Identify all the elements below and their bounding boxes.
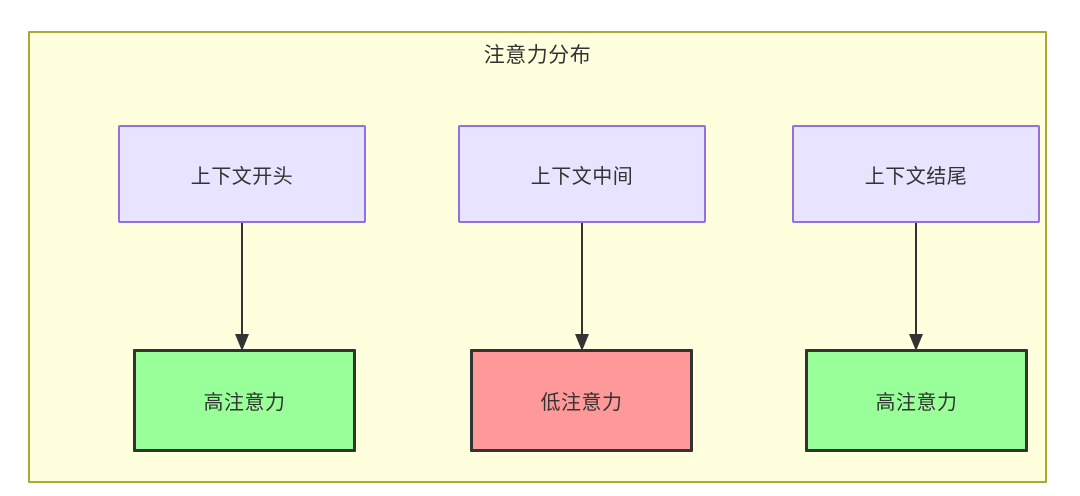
edge-middle-to-low — [574, 223, 590, 351]
node-low-attention-middle[interactable]: 低注意力 — [470, 349, 693, 452]
node-label: 上下文结尾 — [864, 165, 968, 188]
node-high-attention-beginning[interactable]: 高注意力 — [133, 349, 356, 452]
node-label: 高注意力 — [203, 392, 286, 414]
node-context-middle[interactable]: 上下文中间 — [458, 125, 706, 223]
arrow-down-icon — [575, 223, 589, 351]
node-context-beginning[interactable]: 上下文开头 — [118, 125, 366, 223]
node-label: 上下文开头 — [190, 165, 294, 188]
edge-end-to-high — [908, 223, 924, 351]
node-label: 高注意力 — [875, 392, 958, 414]
arrow-down-icon — [235, 223, 249, 351]
attention-distribution-group: 注意力分布 上下文开头 上下文中间 上下文结尾 — [28, 31, 1047, 483]
arrow-down-icon — [909, 223, 923, 351]
edge-beginning-to-high — [234, 223, 250, 351]
node-context-end[interactable]: 上下文结尾 — [792, 125, 1040, 223]
node-label: 低注意力 — [540, 392, 623, 414]
group-title: 注意力分布 — [483, 44, 592, 67]
node-label: 上下文中间 — [530, 165, 634, 188]
node-high-attention-end[interactable]: 高注意力 — [805, 349, 1028, 452]
